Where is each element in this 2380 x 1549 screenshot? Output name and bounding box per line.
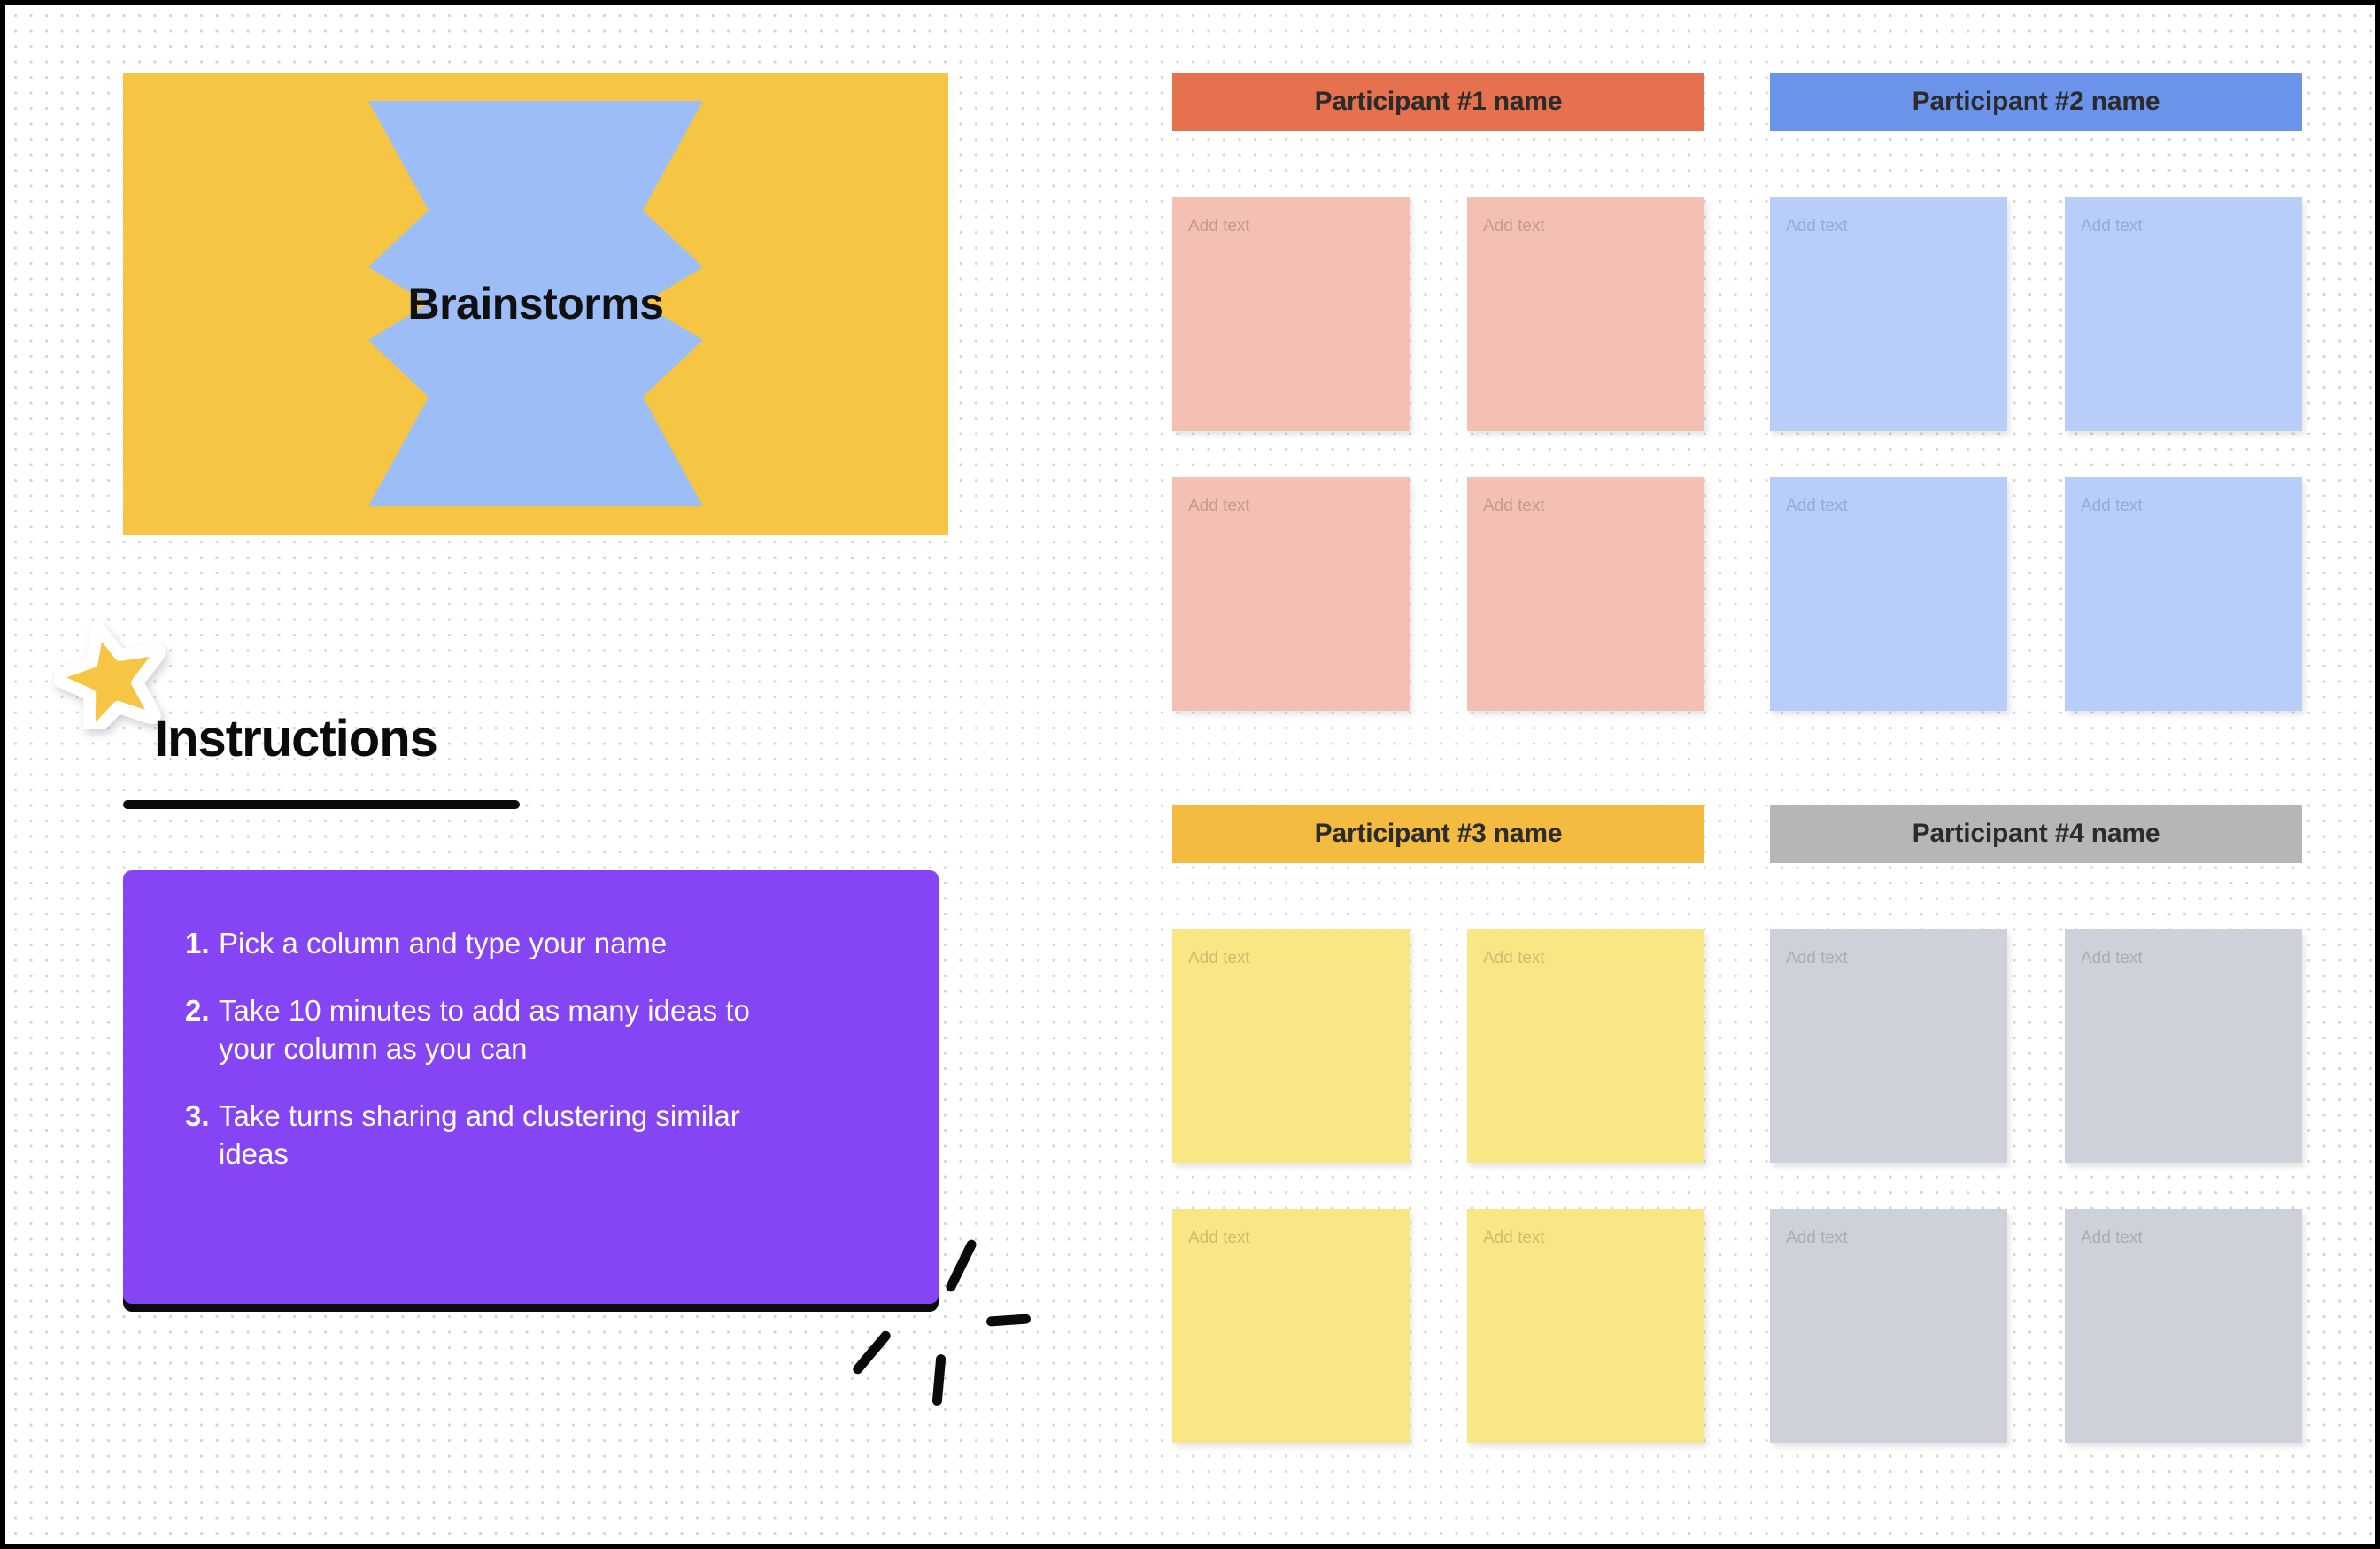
sticky-note-placeholder: Add text	[1483, 217, 1545, 235]
instruction-item-1: 1. Pick a column and type your name	[185, 925, 887, 963]
sticky-note-placeholder: Add text	[1786, 949, 1848, 967]
sticky-note[interactable]: Add text	[2065, 929, 2302, 1163]
instructions-box[interactable]: 1. Pick a column and type your name 2. T…	[123, 870, 939, 1304]
sticky-note-placeholder: Add text	[2081, 949, 2143, 967]
brainstorms-title-card[interactable]: Brainstorms	[123, 73, 948, 535]
participant-column-3: Participant #3 name Add text Add text Ad…	[1172, 805, 1704, 1443]
sticky-note-placeholder: Add text	[1483, 497, 1545, 515]
participant-2-notes: Add text Add text Add text Add text	[1770, 197, 2302, 711]
participant-3-notes: Add text Add text Add text Add text	[1172, 929, 1704, 1443]
sticky-note-placeholder: Add text	[2081, 1229, 2143, 1247]
sparkle-tick-icon	[931, 1353, 947, 1406]
participant-1-notes: Add text Add text Add text Add text	[1172, 197, 1704, 711]
sticky-note[interactable]: Add text	[2065, 1209, 2302, 1443]
sparkle-tick-icon	[944, 1237, 978, 1294]
sparkle-tick-icon	[851, 1329, 892, 1376]
sticky-note[interactable]: Add text	[1172, 197, 1410, 431]
instruction-item-2: 2. Take 10 minutes to add as many ideas …	[185, 992, 887, 1068]
sticky-note[interactable]: Add text	[1770, 1209, 2007, 1443]
participant-column-2: Participant #2 name Add text Add text Ad…	[1770, 73, 2302, 711]
sticky-note[interactable]: Add text	[2065, 197, 2302, 431]
sticky-note[interactable]: Add text	[1172, 929, 1410, 1163]
instruction-number: 1.	[185, 927, 210, 959]
participant-column-4: Participant #4 name Add text Add text Ad…	[1770, 805, 2302, 1443]
sticky-note-placeholder: Add text	[2081, 217, 2143, 235]
instructions-heading: Instructions	[154, 710, 438, 767]
participant-2-header[interactable]: Participant #2 name	[1770, 73, 2302, 131]
sticky-note[interactable]: Add text	[1770, 929, 2007, 1163]
star-icon	[50, 618, 166, 740]
participant-column-1: Participant #1 name Add text Add text Ad…	[1172, 73, 1704, 711]
sticky-note[interactable]: Add text	[2065, 477, 2302, 711]
instruction-number: 2.	[185, 993, 210, 1027]
sticky-note-placeholder: Add text	[1483, 949, 1545, 967]
sticky-note[interactable]: Add text	[1172, 1209, 1410, 1443]
sticky-note-placeholder: Add text	[2081, 497, 2143, 515]
instruction-text: Pick a column and type your name	[219, 927, 668, 959]
participant-3-header[interactable]: Participant #3 name	[1172, 805, 1704, 863]
instructions-list: 1. Pick a column and type your name 2. T…	[185, 925, 887, 1173]
sticky-note-placeholder: Add text	[1188, 1229, 1250, 1247]
sticky-note-placeholder: Add text	[1786, 497, 1848, 515]
sparkle-tick-icon	[985, 1314, 1032, 1327]
sticky-note-placeholder: Add text	[1483, 1229, 1545, 1247]
participant-4-notes: Add text Add text Add text Add text	[1770, 929, 2302, 1443]
sticky-note-placeholder: Add text	[1786, 1229, 1848, 1247]
sticky-note[interactable]: Add text	[1467, 197, 1704, 431]
sticky-note[interactable]: Add text	[1467, 929, 1704, 1163]
sticky-note[interactable]: Add text	[1770, 477, 2007, 711]
instruction-number: 3.	[185, 1098, 210, 1132]
instruction-text: Take turns sharing and clustering simila…	[219, 1098, 740, 1170]
sticky-note-placeholder: Add text	[1188, 217, 1250, 235]
sticky-note-placeholder: Add text	[1188, 497, 1250, 515]
brainstorms-title-label: Brainstorms	[407, 279, 664, 328]
sticky-note[interactable]: Add text	[1467, 477, 1704, 711]
sticky-note[interactable]: Add text	[1172, 477, 1410, 711]
instructions-underline	[123, 800, 520, 809]
sticky-note[interactable]: Add text	[1467, 1209, 1704, 1443]
sticky-note-placeholder: Add text	[1188, 949, 1250, 967]
instruction-text: Take 10 minutes to add as many ideas to …	[219, 993, 750, 1065]
participant-4-header[interactable]: Participant #4 name	[1770, 805, 2302, 863]
participant-1-header[interactable]: Participant #1 name	[1172, 73, 1704, 131]
sticky-note[interactable]: Add text	[1770, 197, 2007, 431]
sticky-note-placeholder: Add text	[1786, 217, 1848, 235]
instruction-item-3: 3. Take turns sharing and clustering sim…	[185, 1098, 887, 1174]
